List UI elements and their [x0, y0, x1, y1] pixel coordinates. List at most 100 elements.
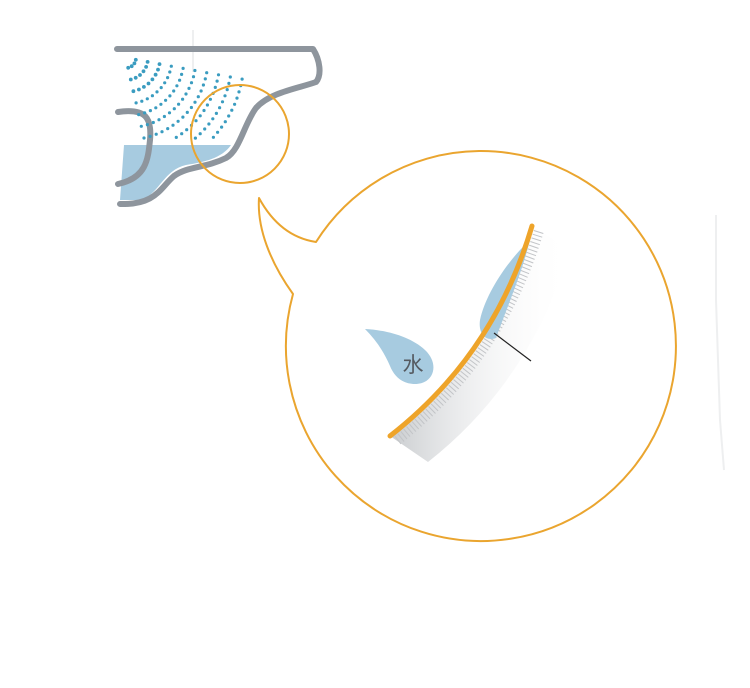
spray-dot: [145, 123, 149, 127]
spray-dot: [193, 68, 197, 73]
spray-dot: [180, 72, 184, 76]
hatch-mark: [533, 230, 544, 234]
spray-dot: [177, 102, 181, 106]
hatch-mark: [411, 421, 420, 430]
hatch-mark: [473, 353, 483, 360]
spray-dot: [180, 132, 184, 136]
spray-dot: [187, 86, 191, 90]
spray-dot: [144, 65, 149, 69]
hatch-mark: [425, 408, 434, 417]
hatch-mark: [445, 387, 455, 395]
spray-dot: [163, 81, 167, 85]
spray-dot: [230, 108, 234, 112]
spray-dot: [167, 111, 172, 115]
spray-dot: [214, 111, 218, 115]
spray-dot: [185, 128, 189, 132]
spray-dot: [208, 97, 212, 101]
hatch-mark: [406, 426, 414, 435]
spray-dot: [157, 62, 162, 66]
spray-dot: [138, 73, 142, 77]
hatch-mark: [469, 359, 478, 366]
spray-dot: [176, 119, 180, 123]
hatch-mark: [521, 266, 531, 271]
hatch-mark: [443, 390, 452, 398]
spray-dot: [157, 118, 161, 122]
hatch-mark: [453, 379, 462, 387]
hatch-mark: [464, 365, 474, 372]
spray-dot: [168, 94, 172, 98]
water-label: 水: [403, 353, 424, 377]
spray-dot: [150, 94, 154, 98]
spray-dot: [154, 106, 158, 110]
hatch-mark: [420, 413, 428, 422]
hatch-mark: [440, 392, 449, 401]
spray-dot: [132, 61, 137, 66]
spray-dot: [148, 134, 152, 138]
hatch-mark: [438, 395, 447, 404]
spray-dot: [215, 79, 219, 83]
spray-dot: [139, 124, 143, 128]
toilet-rim-outline: [115, 108, 154, 187]
hatch-mark: [428, 406, 436, 414]
spray-dot: [202, 108, 206, 113]
spray-dot: [181, 66, 185, 70]
pointer-line: [493, 332, 532, 362]
hatch-mark: [394, 435, 402, 445]
spray-dot: [205, 71, 209, 75]
hatch-mark: [526, 251, 537, 257]
spray-dot: [172, 107, 176, 111]
spray-dot: [194, 119, 198, 123]
hatch-mark: [397, 433, 405, 442]
hatch-mark: [531, 237, 542, 242]
spray-dot: [193, 100, 197, 104]
hatch-mark: [414, 418, 422, 427]
faint-right-edge: [715, 215, 725, 471]
spray-dot: [174, 135, 178, 139]
spray-dot: [140, 99, 144, 103]
spray-dot: [156, 67, 160, 72]
spray-dot: [148, 109, 152, 113]
hatch-mark: [448, 384, 457, 393]
spray-dot: [207, 122, 211, 126]
spray-dot: [181, 115, 185, 119]
spray-dot: [164, 98, 168, 102]
spray-dot: [155, 90, 159, 94]
spray-dot: [137, 113, 141, 117]
spray-dot: [142, 85, 146, 89]
spray-dot: [142, 136, 146, 140]
hatch-mark: [400, 430, 408, 440]
hatch-mark: [450, 381, 460, 390]
spray-dot: [160, 130, 164, 134]
spray-dot: [168, 70, 172, 74]
spray-dot: [133, 57, 138, 62]
spray-dot: [150, 77, 155, 82]
water-droplet: [365, 329, 434, 384]
spray-dot: [175, 84, 179, 88]
hatch-mark: [417, 416, 425, 425]
hatch-mark: [532, 233, 543, 238]
spray-dot: [129, 64, 134, 69]
hatch-mark: [475, 350, 485, 357]
hatch-mark: [455, 376, 464, 384]
spray-dot: [205, 103, 209, 107]
hatch-mark: [481, 341, 491, 348]
spray-dot: [141, 69, 146, 74]
hatch-mark: [433, 400, 442, 409]
spray-dot: [159, 102, 163, 106]
hatch-mark: [483, 338, 493, 345]
hatch-mark: [523, 258, 534, 264]
spray-dot: [220, 125, 224, 129]
spray-dot: [166, 76, 170, 80]
spray-dots: [126, 57, 244, 140]
toilet-bowl-outline: [114, 46, 323, 208]
spray-dot: [184, 92, 188, 96]
spray-dot: [193, 136, 197, 140]
spray-dot: [169, 64, 173, 68]
spray-dot: [240, 77, 244, 81]
spray-dot: [213, 85, 217, 89]
spray-dot: [145, 97, 149, 101]
hatch-mark: [403, 428, 411, 437]
spray-dot: [198, 114, 202, 118]
spray-dot: [201, 83, 205, 87]
spray-dot: [218, 106, 222, 110]
